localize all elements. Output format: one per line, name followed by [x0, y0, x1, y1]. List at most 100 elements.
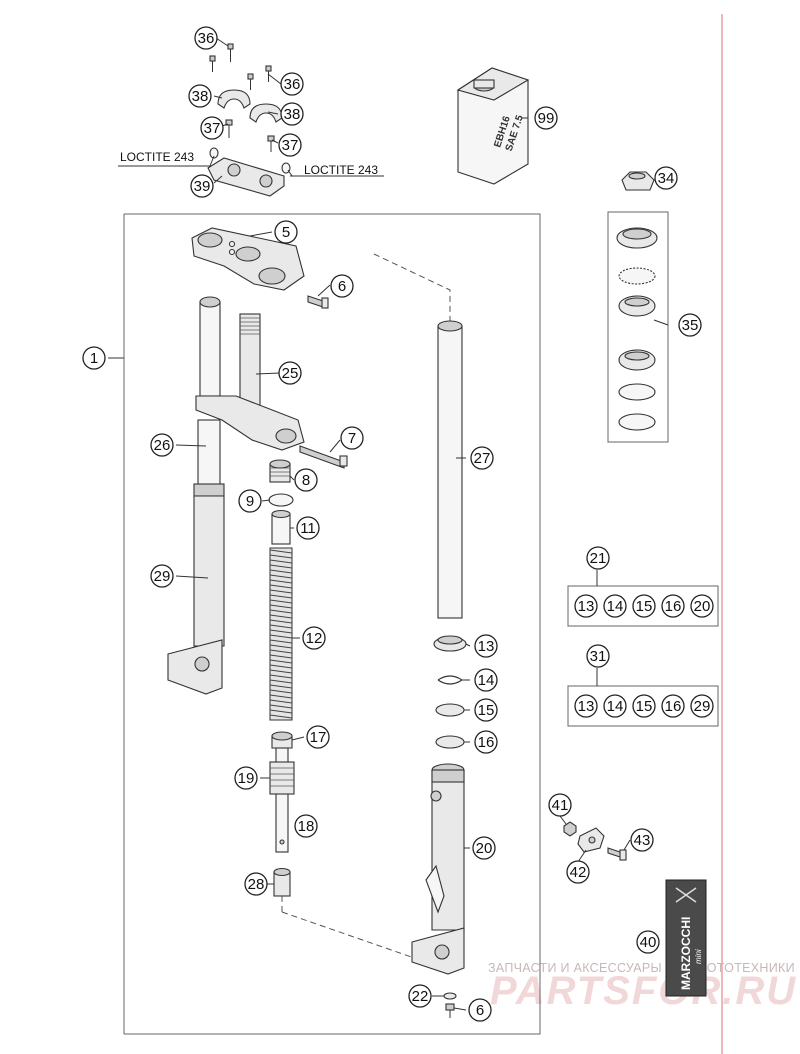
callout-circle — [302, 626, 326, 650]
callout-circle — [274, 220, 298, 244]
washer-22 — [443, 992, 457, 1000]
seal-13 — [433, 635, 467, 652]
callout-number: 17 — [310, 729, 327, 746]
callout-number: 14 — [607, 598, 624, 615]
kit21-member-15: 15 — [632, 594, 656, 618]
callout-29: 29 — [150, 564, 174, 588]
callout-number: 15 — [636, 698, 653, 715]
callout-35: 35 — [678, 313, 702, 337]
callout-number: 14 — [478, 672, 495, 689]
callout-circle — [278, 361, 302, 385]
upper-triple-clamp-5 — [191, 227, 305, 291]
callout-circle — [661, 694, 685, 718]
fork-leg-left-assembly — [167, 296, 305, 695]
assembly-frame — [124, 213, 541, 1035]
callout-6a: 6 — [330, 274, 354, 298]
callout-number: 37 — [282, 137, 299, 154]
callout-circle — [654, 166, 678, 190]
kit21-member-13: 13 — [574, 594, 598, 618]
callout-circle — [280, 72, 304, 96]
callout-1: 1 — [82, 346, 106, 370]
damper-rod-18 — [269, 731, 295, 853]
callout-21: 21 — [586, 546, 610, 570]
callout-36b: 36 — [280, 72, 304, 96]
callout-circle — [472, 836, 496, 860]
spacer-11 — [271, 513, 291, 545]
callout-number: 13 — [478, 638, 495, 655]
callout-circle — [194, 26, 218, 50]
callout-circle — [586, 644, 610, 668]
watermark-line2: PARTSFOR.RU — [490, 969, 797, 1013]
callout-number: 1 — [90, 350, 98, 367]
callout-41: 41 — [548, 793, 572, 817]
handlebar-clamp-parts — [207, 43, 291, 197]
callout-40: 40 — [636, 930, 660, 954]
callout-circle — [82, 346, 106, 370]
callout-circle — [244, 872, 268, 896]
bolt-43 — [607, 847, 627, 861]
kit-21-frame — [567, 585, 719, 627]
nut-41 — [563, 821, 577, 837]
callout-22: 22 — [408, 984, 432, 1008]
callout-number: 15 — [636, 598, 653, 615]
kit31-member-13: 13 — [574, 694, 598, 718]
callout-number: 5 — [282, 224, 290, 241]
callout-circle — [474, 730, 498, 754]
callout-25: 25 — [278, 361, 302, 385]
callout-circle — [534, 106, 558, 130]
callout-circle — [190, 174, 214, 198]
steering-nut-34 — [621, 171, 655, 191]
washer-15 — [435, 703, 465, 717]
callout-15: 15 — [474, 698, 498, 722]
leader-lines — [175, 37, 669, 1011]
callout-circle — [278, 133, 302, 157]
callout-circle — [294, 468, 318, 492]
clamp-38-right — [249, 103, 283, 123]
callout-number: 19 — [238, 770, 255, 787]
callout-7: 7 — [340, 426, 364, 450]
callout-circle — [566, 860, 590, 884]
callout-circle — [470, 446, 494, 470]
callout-number: 16 — [478, 734, 495, 751]
callout-37b: 37 — [278, 133, 302, 157]
callout-14: 14 — [474, 668, 498, 692]
callout-circle — [474, 668, 498, 692]
callout-number: 37 — [204, 120, 221, 137]
callout-number: 12 — [306, 630, 323, 647]
callout-circle — [408, 984, 432, 1008]
callout-circle — [632, 594, 656, 618]
callout-number: 25 — [282, 365, 299, 382]
callout-43: 43 — [630, 828, 654, 852]
kit31-member-29: 29 — [690, 694, 714, 718]
callout-37a: 37 — [200, 116, 224, 140]
callout-circle — [636, 930, 660, 954]
callout-circle — [690, 694, 714, 718]
callout-16: 16 — [474, 730, 498, 754]
callout-circle — [150, 433, 174, 457]
callout-17: 17 — [306, 725, 330, 749]
callout-circle — [603, 594, 627, 618]
callout-circle — [200, 116, 224, 140]
marzocchi-decal-40: MARZOCCHI mini — [665, 879, 707, 997]
callout-number: 42 — [570, 864, 587, 881]
bolt-6-lower — [445, 1003, 455, 1018]
callout-number: 31 — [590, 648, 607, 665]
callout-number: 6 — [476, 1002, 484, 1019]
callout-38a: 38 — [188, 84, 212, 108]
callout-number: 43 — [634, 832, 651, 849]
bearing-kit-35 — [616, 227, 658, 431]
callout-number: 38 — [192, 88, 209, 105]
callout-number: 18 — [298, 818, 315, 835]
callout-number: 28 — [248, 876, 265, 893]
callout-number: 20 — [476, 840, 493, 857]
o-ring-9 — [268, 493, 294, 507]
callout-11: 11 — [296, 516, 320, 540]
bushing-16 — [435, 735, 465, 749]
callout-number: 36 — [198, 30, 215, 47]
callout-circle — [661, 594, 685, 618]
callout-number: 9 — [246, 493, 254, 510]
callout-circle — [150, 564, 174, 588]
cap-8 — [269, 459, 291, 483]
bolt-37-left — [209, 119, 233, 159]
